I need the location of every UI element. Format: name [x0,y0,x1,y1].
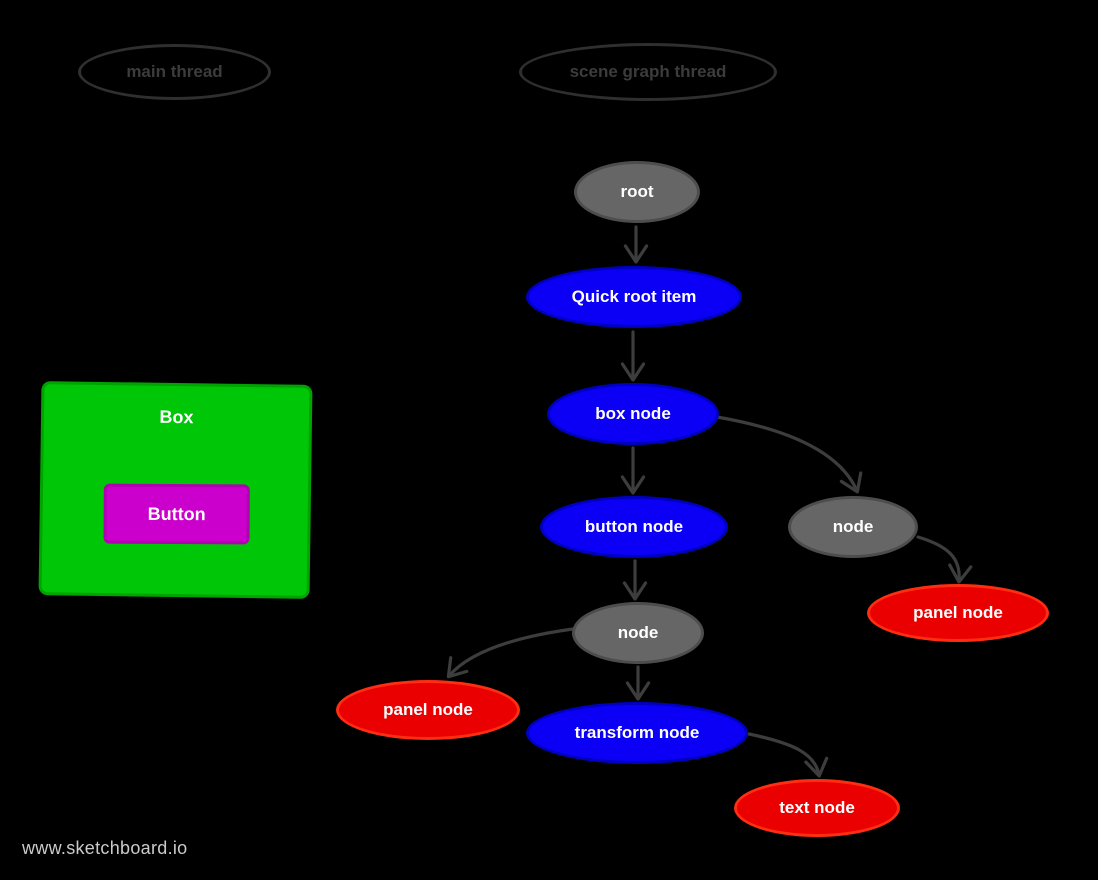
box-label: Box [159,406,194,428]
node-label: transform node [574,723,700,742]
node-label: text node [779,798,855,817]
edge-box-node-to-node-right [715,415,863,494]
graph-node-panel-node-right[interactable]: panel node [867,584,1049,642]
edge-node-mid-to-panel-node-left [446,627,575,679]
edge-node-right-to-panel-node-right [916,535,973,584]
button-label: Button [147,503,206,524]
graph-node-panel-node-left[interactable]: panel node [336,680,520,740]
node-label: root [620,182,654,201]
graph-node-node-right[interactable]: node [788,496,918,558]
graph-node-button-node[interactable]: button node [540,496,728,558]
graph-node-root[interactable]: root [574,161,700,223]
sketchboard-watermark: www.sketchboard.io [22,838,188,858]
node-label: panel node [383,700,473,719]
thread-ellipse-scene-graph[interactable]: scene graph thread [519,43,777,101]
graph-node-quick-root-item[interactable]: Quick root item [526,266,742,328]
graph-node-text-node[interactable]: text node [734,779,900,837]
thread-label: scene graph thread [569,62,727,81]
node-label: node [617,623,659,642]
graph-node-transform-node[interactable]: transform node [526,702,748,764]
thread-ellipse-main[interactable]: main thread [78,44,271,100]
graph-node-node-mid[interactable]: node [572,602,704,664]
node-label: box node [595,404,671,423]
node-label: Quick root item [571,287,697,306]
node-label: node [832,517,874,536]
box-shape[interactable]: Box Button [38,381,313,599]
node-label: button node [584,517,684,536]
thread-label: main thread [126,62,223,81]
graph-node-box-node[interactable]: box node [547,383,719,445]
node-label: panel node [913,603,1003,622]
edge-transform-node-to-text-node [747,732,829,778]
button-shape[interactable]: Button [103,483,250,545]
